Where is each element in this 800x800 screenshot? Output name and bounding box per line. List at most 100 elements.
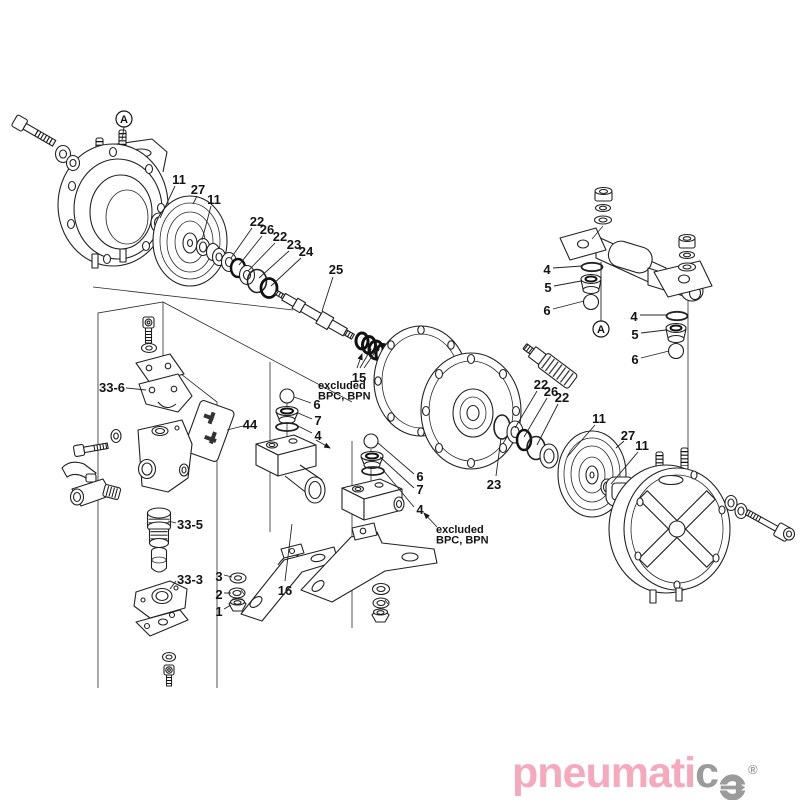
part-label-7: 7 bbox=[314, 413, 321, 428]
callout-label-A: A bbox=[120, 114, 128, 126]
pilot-valve bbox=[522, 343, 578, 389]
air-valve-group bbox=[61, 316, 235, 687]
valve-ball-left bbox=[279, 388, 295, 404]
leader-line bbox=[169, 580, 177, 590]
check-valve-left bbox=[580, 261, 604, 311]
part-label-24: 24 bbox=[299, 244, 314, 259]
leader-line bbox=[495, 437, 502, 477]
socket-screw-side bbox=[72, 442, 109, 458]
part-label-33-6: 33-6 bbox=[99, 380, 125, 395]
leader-line bbox=[230, 227, 253, 259]
part-label-16: 16 bbox=[278, 583, 292, 598]
part-label-22: 22 bbox=[250, 214, 264, 229]
excluded-note: BPC, BPN bbox=[318, 391, 371, 403]
muffler-33-5 bbox=[146, 507, 172, 549]
leader-line bbox=[615, 440, 625, 449]
leader-line bbox=[223, 574, 233, 578]
leader-line bbox=[159, 185, 176, 219]
socket-screw-top bbox=[140, 316, 158, 354]
leader-line bbox=[640, 329, 667, 334]
bracket-33-3 bbox=[133, 580, 188, 619]
part-label-22: 22 bbox=[555, 390, 569, 405]
part-label-4: 4 bbox=[416, 502, 424, 517]
excluded-note: excluded bbox=[436, 524, 484, 536]
part-label-6: 6 bbox=[543, 303, 550, 318]
lock-washer-and-screw bbox=[161, 651, 177, 687]
leader-line bbox=[270, 257, 302, 287]
check-valve-right bbox=[665, 310, 689, 360]
registered-mark: ® bbox=[748, 762, 758, 777]
part-label-15: 15 bbox=[352, 370, 366, 385]
center-body bbox=[373, 325, 522, 470]
part-label-2: 2 bbox=[215, 587, 222, 602]
outlet-manifold bbox=[559, 186, 713, 360]
part-label-5: 5 bbox=[544, 280, 551, 295]
leader-line bbox=[566, 424, 596, 458]
note-arrow bbox=[423, 512, 438, 528]
leader-line bbox=[514, 390, 538, 429]
part-label-44: 44 bbox=[243, 417, 258, 432]
part-label-33-3: 33-3 bbox=[177, 572, 203, 587]
leader-line bbox=[284, 523, 293, 582]
air-valve-body bbox=[137, 419, 193, 493]
part-label-6: 6 bbox=[631, 352, 638, 367]
foot-bracket-right bbox=[300, 522, 438, 603]
leader-line bbox=[359, 348, 372, 369]
right-hex-bolt-and-washers bbox=[724, 494, 796, 542]
nut-washer-stack-left bbox=[591, 186, 613, 240]
leader-line bbox=[125, 387, 147, 391]
valve-plate-33-6 bbox=[138, 373, 193, 413]
gasket-44 bbox=[183, 400, 235, 462]
leader-line bbox=[377, 442, 415, 475]
leader-line bbox=[247, 242, 276, 272]
left-pump-housing bbox=[57, 129, 169, 269]
leader-line bbox=[223, 604, 232, 610]
leader-line bbox=[297, 425, 313, 434]
part-label-22: 22 bbox=[273, 229, 287, 244]
bracket-gasket bbox=[135, 609, 189, 637]
leader-line bbox=[610, 451, 639, 485]
part-label-1: 1 bbox=[215, 604, 222, 619]
hex-bolt-and-washers bbox=[11, 114, 81, 172]
leader-line bbox=[201, 205, 212, 241]
inlet-manifold-assembly bbox=[255, 388, 405, 521]
note-arrow bbox=[315, 439, 331, 449]
leader-line bbox=[192, 195, 198, 205]
part-label-6: 6 bbox=[313, 397, 320, 412]
part-label-4: 4 bbox=[314, 428, 322, 443]
leader-line bbox=[258, 250, 290, 279]
logo-o-arrow-icon bbox=[719, 766, 747, 800]
foot-brackets bbox=[228, 522, 438, 623]
part-label-26: 26 bbox=[544, 384, 558, 399]
leader-line bbox=[536, 403, 559, 446]
leader-line bbox=[379, 456, 415, 489]
valve-ball-right bbox=[363, 433, 379, 449]
ball-valve bbox=[61, 461, 122, 507]
part-label-3: 3 bbox=[215, 569, 222, 584]
labels-layer: 1127112226222324251567467423222622112711… bbox=[99, 110, 670, 619]
part-label-5: 5 bbox=[631, 327, 638, 342]
leader-line bbox=[363, 344, 381, 369]
part-label-6: 6 bbox=[416, 469, 423, 484]
leader-line bbox=[553, 280, 582, 287]
part-label-33-5: 33-5 bbox=[177, 517, 203, 532]
leader-line bbox=[321, 276, 334, 312]
callout-leader bbox=[121, 126, 125, 141]
leader-line bbox=[382, 469, 415, 508]
pump-shaft bbox=[274, 289, 355, 340]
part-label-11: 11 bbox=[635, 438, 649, 453]
callout-circle-A bbox=[592, 320, 610, 338]
excluded-note: excluded bbox=[318, 380, 366, 392]
logo-text-gray-c: c bbox=[695, 749, 719, 797]
foot-bracket-16 bbox=[240, 543, 339, 622]
part-label-25: 25 bbox=[329, 262, 343, 277]
part-label-27: 27 bbox=[621, 428, 635, 443]
leader-line bbox=[297, 412, 313, 420]
part-label-7: 7 bbox=[416, 482, 423, 497]
part-label-23: 23 bbox=[487, 477, 501, 492]
nut-washer-stack-right bbox=[677, 233, 697, 272]
left-diaphragm-assembly bbox=[150, 195, 398, 368]
part-label-4: 4 bbox=[630, 309, 638, 324]
leader-line bbox=[640, 350, 670, 359]
